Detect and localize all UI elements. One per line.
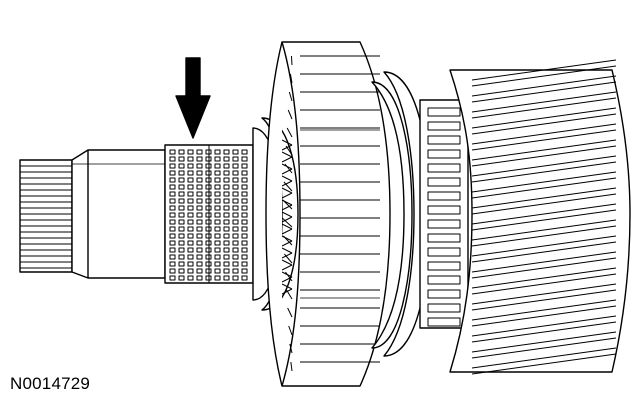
synchronizer-hub-splines	[164, 144, 254, 284]
shaft-spline-end	[19, 159, 73, 273]
figure-id-label: N0014729	[10, 374, 91, 393]
needle-bearing	[419, 99, 469, 329]
large-gear	[265, 41, 391, 387]
helical-gear	[449, 59, 631, 375]
indicator-arrow	[175, 57, 211, 139]
shaft-body	[71, 149, 166, 279]
